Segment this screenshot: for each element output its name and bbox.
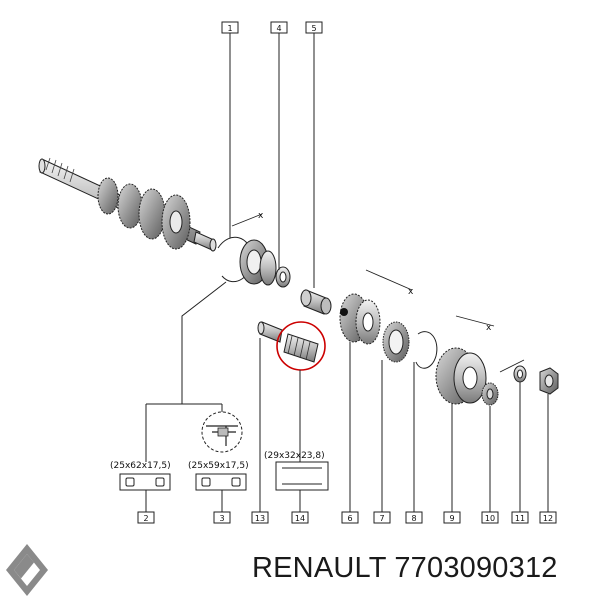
part-7-synchro-ring <box>382 321 410 363</box>
dimension-labels: (25x62x17,5) (25x59x17,5) (29x32x23,8) <box>110 451 325 471</box>
callout-9: 9 <box>443 511 461 524</box>
svg-text:14: 14 <box>295 514 305 523</box>
callout-2: 2 <box>137 511 155 524</box>
brand-part-number: RENAULT 7703090312 <box>252 552 558 584</box>
svg-text:3: 3 <box>219 514 224 523</box>
svg-text:x: x <box>258 211 264 221</box>
svg-text:5: 5 <box>311 24 316 33</box>
detail-view-3 <box>201 411 243 453</box>
callout-4: 4 <box>270 21 288 34</box>
svg-text:7: 7 <box>379 514 384 523</box>
leader-lines <box>145 33 549 512</box>
svg-text:x: x <box>486 323 492 333</box>
dimension-label-3: (25x59x17,5) <box>188 461 249 471</box>
part-8-circlip <box>415 331 438 369</box>
callout-12: 12 <box>539 511 557 524</box>
part-11-washer <box>513 365 527 383</box>
shaft-gear-cluster <box>97 177 191 250</box>
svg-text:12: 12 <box>543 514 553 523</box>
callout-14: 14 <box>291 511 309 524</box>
svg-text:2: 2 <box>143 514 148 523</box>
callout-11: 11 <box>511 511 529 524</box>
dimension-label-2: (25x62x17,5) <box>110 461 171 471</box>
svg-text:6: 6 <box>347 514 352 523</box>
dimension-label-14: (29x32x23,8) <box>264 451 325 461</box>
highlight-circle <box>276 321 326 371</box>
part-14-needle-bearing <box>276 321 326 371</box>
shaft-splines <box>45 157 75 183</box>
callout-13: 13 <box>251 511 269 524</box>
svg-text:9: 9 <box>449 514 454 523</box>
dimension-markers <box>231 213 525 373</box>
dimension-x-labels: x x x <box>258 211 492 333</box>
part-13-spacer <box>257 321 283 343</box>
svg-text:4: 4 <box>276 24 281 33</box>
part-1-bearing <box>217 236 277 286</box>
renault-diamond-icon <box>6 544 48 596</box>
part-4-washer <box>275 266 291 288</box>
callout-8: 8 <box>405 511 423 524</box>
svg-text:11: 11 <box>515 514 525 523</box>
svg-text:8: 8 <box>411 514 416 523</box>
callout-5: 5 <box>305 21 323 34</box>
part-9-gear <box>435 347 487 405</box>
part-5-sleeve <box>300 289 332 315</box>
bearing-outline-14 <box>275 461 329 491</box>
callout-3: 3 <box>213 511 231 524</box>
callout-1: 1 <box>221 21 239 34</box>
bearing-outline-2 <box>119 473 171 491</box>
shaft-end <box>193 231 217 252</box>
svg-text:1: 1 <box>227 24 232 33</box>
svg-text:10: 10 <box>485 514 495 523</box>
svg-text:x: x <box>408 287 414 297</box>
part-10-hub <box>481 382 499 406</box>
callout-6: 6 <box>341 511 359 524</box>
part-12-nut <box>539 367 559 395</box>
callout-7: 7 <box>373 511 391 524</box>
svg-text:13: 13 <box>255 514 265 523</box>
part-6-gear <box>339 293 381 345</box>
callout-10: 10 <box>481 511 499 524</box>
bearing-outline-3 <box>195 473 247 491</box>
